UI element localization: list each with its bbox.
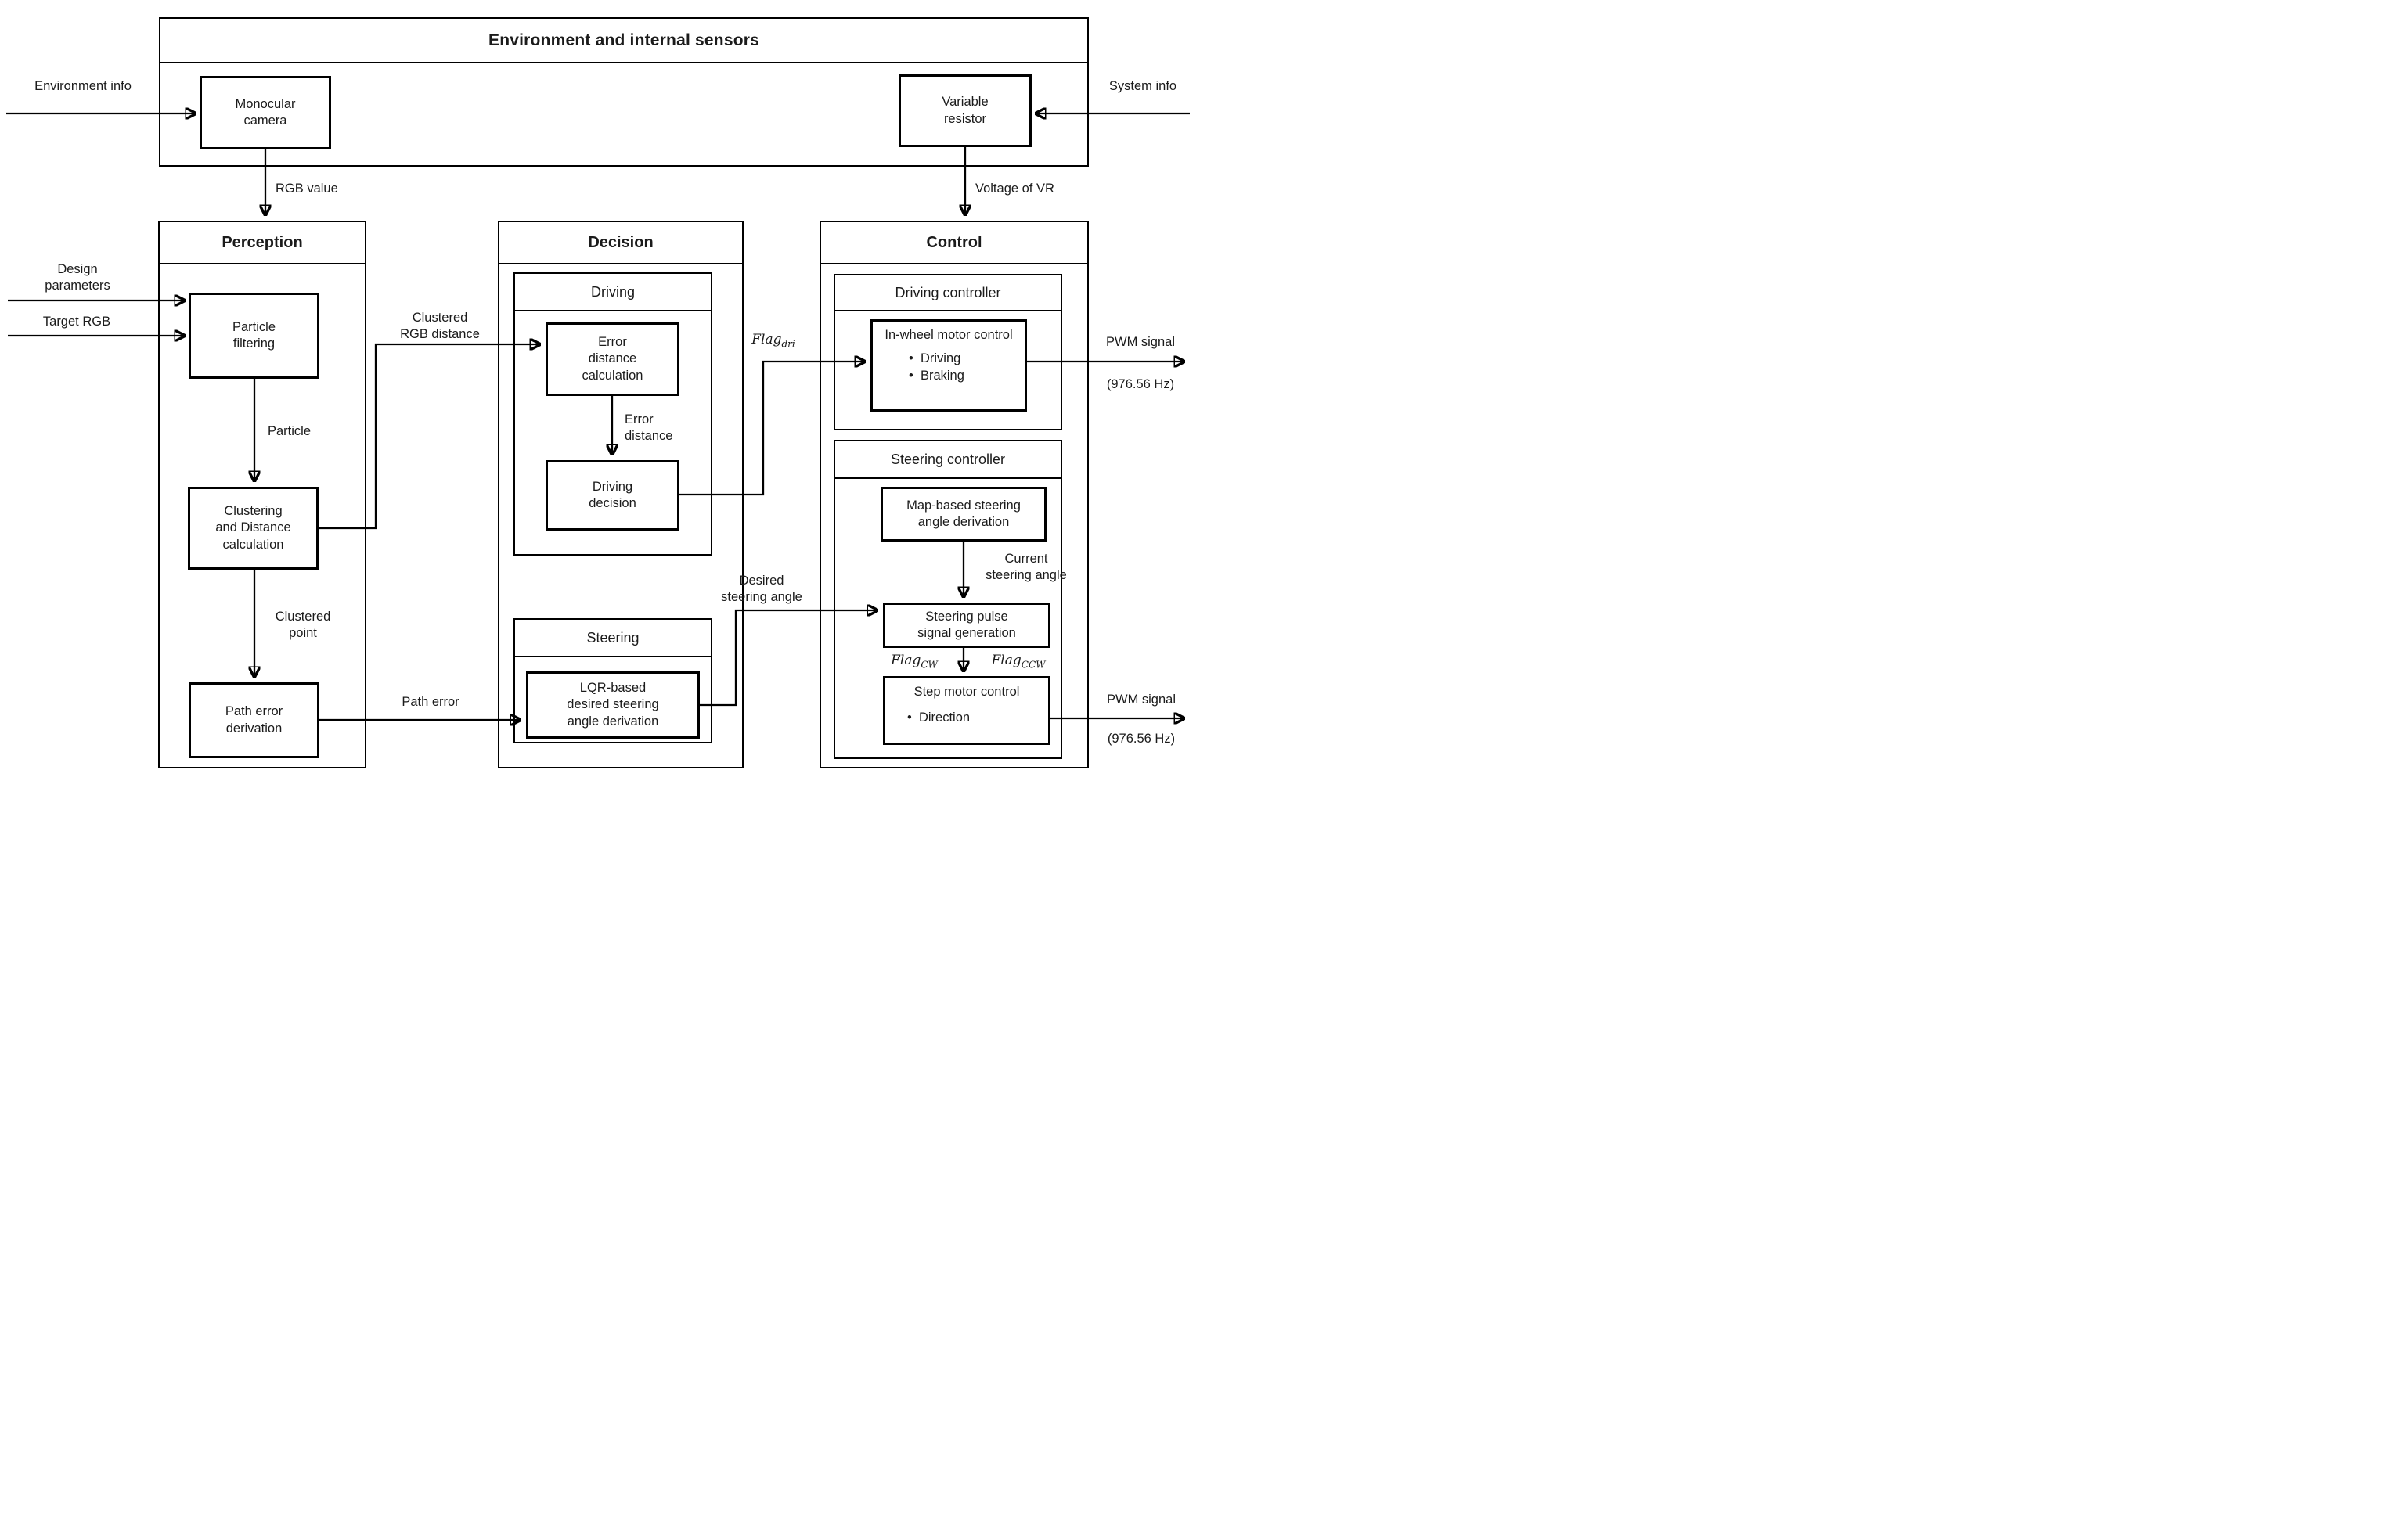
perception-title: Perception [160, 222, 365, 264]
steering-subblock-title: Steering [515, 620, 711, 657]
arrow-desired-steering-angle [700, 610, 877, 707]
path-error-derivation-box: Path error derivation [189, 682, 319, 758]
rgb-value-label: RGB value [276, 182, 338, 196]
in-wheel-motor-control-title: In-wheel motor control [885, 328, 1013, 342]
in-wheel-item-driving: Driving [909, 351, 1025, 367]
monocular-camera-box: Monocular camera [200, 76, 331, 149]
pwm-freq-top-label: (976.56 Hz) [1106, 377, 1175, 391]
flag-dri-base: Flag [751, 332, 782, 347]
arrow-clustered-rgb-distance [319, 344, 539, 530]
perception-block: Perception [158, 221, 366, 768]
current-steering-angle-label: Current steering angle [986, 552, 1067, 583]
arrow-flag-dri [679, 362, 864, 496]
control-title: Control [821, 222, 1087, 264]
path-error-label: Path error [402, 695, 459, 709]
steering-controller-title: Steering controller [835, 441, 1061, 479]
flag-ccw-base: Flag [991, 653, 1022, 668]
pwm-signal-top-label: PWM signal [1105, 335, 1176, 349]
target-rgb-label: Target RGB [42, 315, 111, 329]
clustered-point-label: Clustered point [275, 610, 331, 641]
driving-decision-box: Driving decision [546, 460, 679, 531]
flag-cw-base: Flag [891, 653, 921, 668]
flag-dri-label: Flagdri [726, 332, 820, 349]
decision-block: Decision [498, 221, 744, 768]
desired-steering-angle-label: Desired steering angle [721, 574, 802, 605]
steering-subblock: Steering [513, 618, 712, 743]
pwm-signal-bottom-label: PWM signal [1106, 693, 1176, 707]
sensors-block-title: Environment and internal sensors [160, 19, 1087, 63]
flag-cw-sub: CW [921, 659, 938, 671]
in-wheel-motor-control-box: In-wheel motor control Driving Braking [870, 319, 1027, 412]
flag-ccw-label: FlagCCW [975, 653, 1061, 670]
pwm-freq-bottom-label: (976.56 Hz) [1107, 732, 1176, 746]
variable-resistor-box: Variable resistor [899, 74, 1032, 147]
driving-controller-title: Driving controller [835, 275, 1061, 311]
step-motor-item-direction: Direction [907, 710, 1048, 726]
control-block: Control [820, 221, 1089, 768]
sensors-block: Environment and internal sensors [159, 17, 1089, 167]
error-distance-label: Error distance [625, 412, 673, 444]
steering-pulse-box: Steering pulse signal generation [883, 603, 1050, 648]
design-parameters-label: Design parameters [45, 262, 110, 293]
system-architecture-diagram: Environment and internal sensors Monocul… [0, 0, 1194, 770]
clustering-distance-box: Clustering and Distance calculation [188, 487, 319, 570]
map-based-steering-box: Map-based steering angle derivation [881, 487, 1047, 542]
in-wheel-item-braking: Braking [909, 368, 1025, 384]
decision-title: Decision [499, 222, 742, 264]
driving-subblock-title: Driving [515, 274, 711, 311]
particle-filtering-box: Particle filtering [189, 293, 319, 379]
environment-info-label: Environment info [34, 79, 132, 93]
lqr-steering-box: LQR-based desired steering angle derivat… [526, 671, 700, 739]
system-info-label: System info [1108, 79, 1177, 93]
flag-dri-sub: dri [781, 338, 795, 350]
error-distance-calculation-box: Error distance calculation [546, 322, 679, 396]
flag-ccw-sub: CCW [1021, 659, 1046, 671]
steering-controller-subblock: Steering controller [834, 440, 1062, 759]
voltage-of-vr-label: Voltage of VR [975, 182, 1054, 196]
flag-cw-label: FlagCW [875, 653, 953, 670]
particle-label: Particle [268, 424, 312, 438]
step-motor-control-title: Step motor control [913, 685, 1020, 699]
clustered-rgb-distance-label: Clustered RGB distance [400, 311, 480, 342]
driving-controller-subblock: Driving controller [834, 274, 1062, 430]
step-motor-control-box: Step motor control Direction [883, 676, 1050, 745]
driving-subblock: Driving [513, 272, 712, 556]
connector-layer [6, 0, 1190, 770]
